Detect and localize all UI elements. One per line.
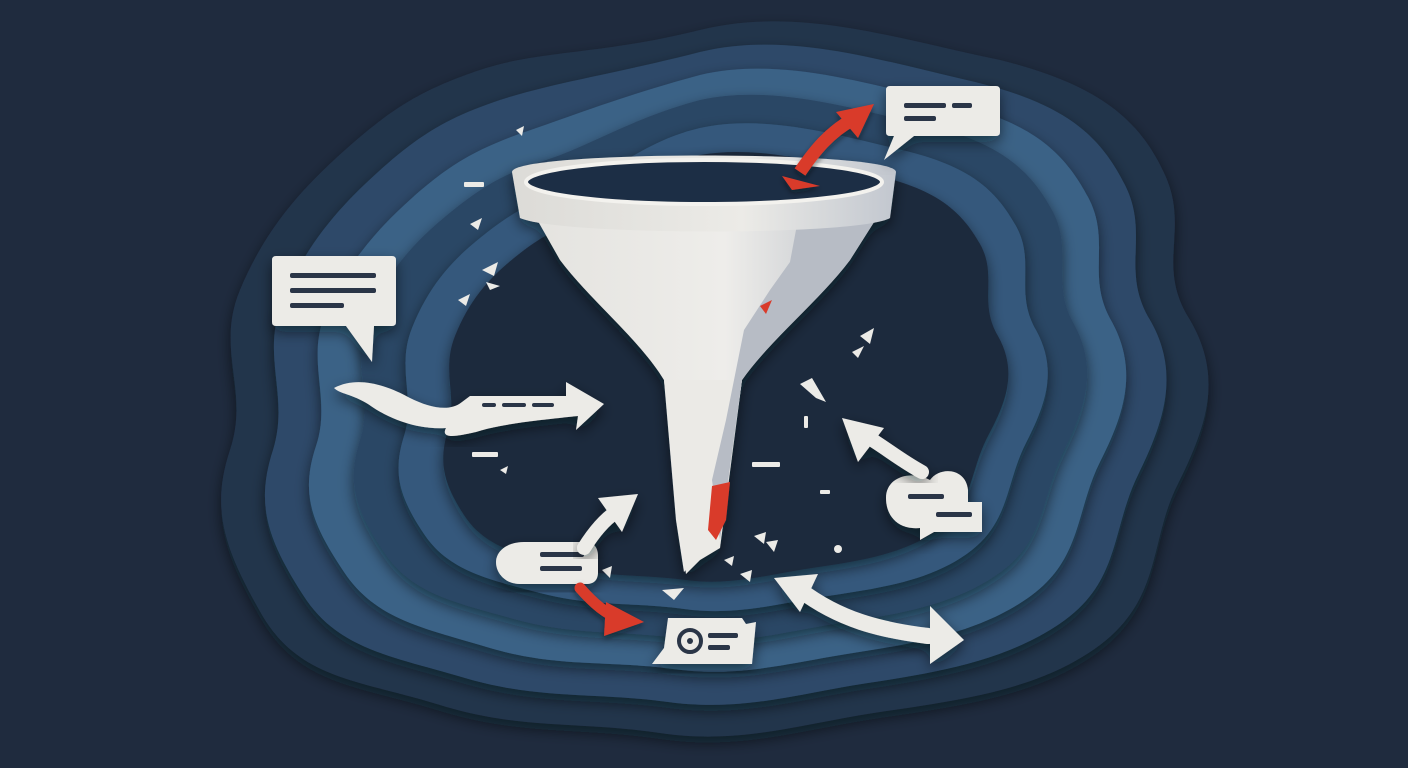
funnel-icon bbox=[512, 155, 896, 574]
debris-piece bbox=[470, 218, 482, 230]
debris-piece bbox=[754, 532, 766, 544]
gauge-card bbox=[652, 618, 756, 664]
text-line bbox=[290, 288, 376, 293]
gauge-dial bbox=[677, 628, 703, 654]
speech-bubble-left bbox=[272, 256, 396, 362]
gauge-center bbox=[687, 638, 693, 644]
white-flow-arrow-left bbox=[334, 382, 604, 436]
debris-piece bbox=[860, 328, 874, 344]
text-line bbox=[290, 303, 344, 308]
paper-debris bbox=[458, 126, 874, 600]
text-line bbox=[482, 403, 496, 407]
funnel-rim-edge bbox=[524, 158, 884, 206]
debris-piece bbox=[486, 282, 500, 290]
curved-arrow-icon bbox=[334, 382, 604, 436]
text-line bbox=[532, 403, 554, 407]
white-arrowhead bbox=[842, 418, 884, 462]
debris-piece bbox=[740, 570, 752, 582]
curved-arrow-icon bbox=[574, 582, 644, 636]
text-line bbox=[502, 403, 526, 407]
double-arrow-icon bbox=[782, 104, 874, 190]
speech-bubble-icon bbox=[496, 542, 598, 584]
text-line bbox=[904, 116, 936, 121]
debris-piece bbox=[752, 462, 780, 467]
text-line bbox=[540, 552, 584, 557]
debris-piece bbox=[804, 416, 808, 428]
curved-arrow-icon bbox=[577, 494, 638, 555]
text-line bbox=[952, 103, 972, 108]
text-line bbox=[904, 103, 946, 108]
white-arrowhead bbox=[598, 494, 638, 532]
red-arrowhead bbox=[836, 104, 874, 138]
debris-piece bbox=[662, 588, 684, 600]
speech-bubble-icon bbox=[886, 471, 982, 540]
funnel-shadow-side bbox=[712, 200, 888, 540]
debris-piece bbox=[472, 452, 498, 457]
speech-bubble-right bbox=[886, 471, 982, 540]
white-arrowhead bbox=[930, 606, 964, 664]
red-arrowhead bbox=[782, 176, 820, 190]
gauge-icon bbox=[652, 618, 756, 664]
debris-piece bbox=[820, 490, 830, 494]
text-line bbox=[708, 633, 738, 638]
funnel-tear-red bbox=[708, 482, 730, 540]
text-line bbox=[708, 645, 730, 650]
debris-piece bbox=[602, 566, 612, 578]
speech-bubble-icon bbox=[272, 256, 396, 362]
debris-piece bbox=[464, 182, 484, 187]
debris-piece bbox=[482, 262, 498, 276]
text-line bbox=[290, 273, 376, 278]
text-line bbox=[908, 494, 944, 499]
text-line bbox=[936, 512, 972, 517]
debris-piece bbox=[458, 294, 470, 306]
funnel-rim-opening bbox=[526, 160, 882, 204]
debris-piece bbox=[724, 556, 734, 566]
curved-arrow-icon bbox=[842, 418, 929, 479]
debris-piece bbox=[852, 346, 864, 358]
funnel-tear-red-mark bbox=[760, 300, 772, 314]
white-arrowhead bbox=[774, 574, 818, 612]
double-arrow-icon bbox=[774, 574, 964, 664]
text-line bbox=[540, 566, 582, 571]
red-arrowhead bbox=[604, 602, 644, 636]
debris-piece bbox=[834, 545, 842, 553]
debris-piece bbox=[516, 126, 524, 136]
white-double-arrow-bottom bbox=[792, 582, 936, 644]
debris-piece bbox=[500, 466, 508, 474]
debris-piece bbox=[766, 540, 778, 552]
debris-piece bbox=[800, 378, 826, 402]
speech-bubble-icon bbox=[884, 86, 1000, 160]
